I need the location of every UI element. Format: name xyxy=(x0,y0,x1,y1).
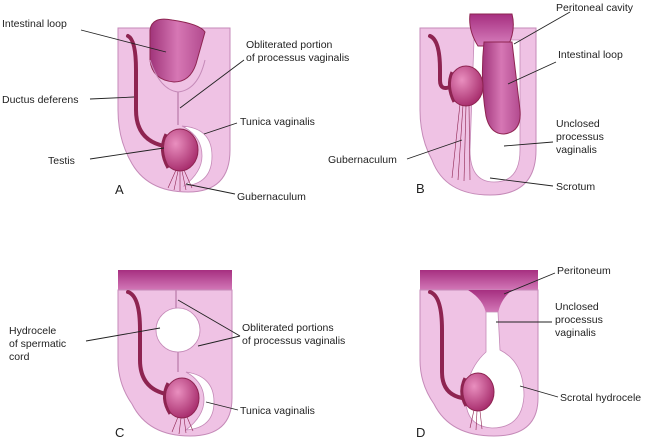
intestinal-loop xyxy=(149,18,206,83)
label-hydrocele-2: of spermatic xyxy=(9,338,66,350)
labels-panel-d: Peritoneum Unclosed processus vaginalis … xyxy=(416,265,641,440)
panel-letter-b: B xyxy=(416,181,425,196)
label-obliterated-portion-1: Obliterated portion xyxy=(246,39,333,51)
labels-panel-a: Intestinal loop Ductus deferens Testis O… xyxy=(2,18,349,203)
panel-c xyxy=(117,270,233,437)
panel-letter-d: D xyxy=(416,425,425,440)
epididymis xyxy=(460,377,468,407)
epididymis xyxy=(447,71,456,103)
label-peritoneum: Peritoneum xyxy=(557,265,611,277)
ductus-deferens xyxy=(126,34,166,148)
label-obliterated-portions-2: of processus vaginalis xyxy=(242,335,345,347)
label-intestinal-loop-a: Intestinal loop xyxy=(2,18,67,30)
label-peritoneal-cavity: Peritoneal cavity xyxy=(556,2,634,14)
peritoneum-funnel xyxy=(468,290,512,314)
gubernaculum-fibers xyxy=(469,409,483,431)
label-tunica-vaginalis-c: Tunica vaginalis xyxy=(240,405,315,417)
label-hydrocele-1: Hydrocele xyxy=(9,325,56,337)
label-gubernaculum-b: Gubernaculum xyxy=(328,154,397,166)
label-intestinal-loop-b: Intestinal loop xyxy=(558,49,623,61)
panel-a xyxy=(117,18,231,193)
gubernaculum-fibers xyxy=(451,103,471,182)
label-unclosed-d-2: processus xyxy=(555,314,603,326)
label-unclosed-d-3: vaginalis xyxy=(555,327,596,339)
ductus-deferens xyxy=(428,290,464,400)
epididymis xyxy=(163,382,172,415)
labels-panel-b: Peritoneal cavity Intestinal loop Unclos… xyxy=(328,2,634,196)
panel-letter-c: C xyxy=(115,425,124,440)
label-unclosed-d-1: Unclosed xyxy=(555,301,599,313)
label-obliterated-portion-2: of processus vaginalis xyxy=(246,52,349,64)
peritoneal-cavity xyxy=(469,13,514,47)
label-unclosed-b-3: vaginalis xyxy=(556,144,597,156)
labels-panel-c: Hydrocele of spermatic cord Obliterated … xyxy=(9,322,345,440)
panel-d xyxy=(419,270,539,437)
tunica-vaginalis-space xyxy=(181,125,213,187)
label-testis: Testis xyxy=(48,155,75,167)
label-tunica-vaginalis-a: Tunica vaginalis xyxy=(240,116,315,128)
hydrocele-cyst xyxy=(155,307,201,353)
label-scrotal-hydrocele: Scrotal hydrocele xyxy=(560,392,641,404)
label-unclosed-b-1: Unclosed xyxy=(556,118,600,130)
ductus-deferens xyxy=(126,290,168,396)
ductus-deferens xyxy=(428,34,454,90)
abdominal-wall xyxy=(118,270,232,292)
label-hydrocele-3: cord xyxy=(9,351,30,363)
tunica-vaginalis-space xyxy=(184,371,215,431)
label-obliterated-portions-1: Obliterated portions xyxy=(242,322,334,334)
epididymis xyxy=(161,133,170,169)
leader-lines xyxy=(80,11,571,411)
label-unclosed-b-2: processus xyxy=(556,131,604,143)
scrotal-wall xyxy=(117,289,233,437)
abdominal-wall xyxy=(420,270,538,292)
label-ductus-deferens: Ductus deferens xyxy=(2,94,78,106)
label-scrotum: Scrotum xyxy=(556,181,595,193)
panel-b xyxy=(419,13,537,196)
gubernaculum-fibers xyxy=(171,416,194,435)
panel-letter-a: A xyxy=(115,182,124,197)
label-gubernaculum-a: Gubernaculum xyxy=(237,191,306,203)
